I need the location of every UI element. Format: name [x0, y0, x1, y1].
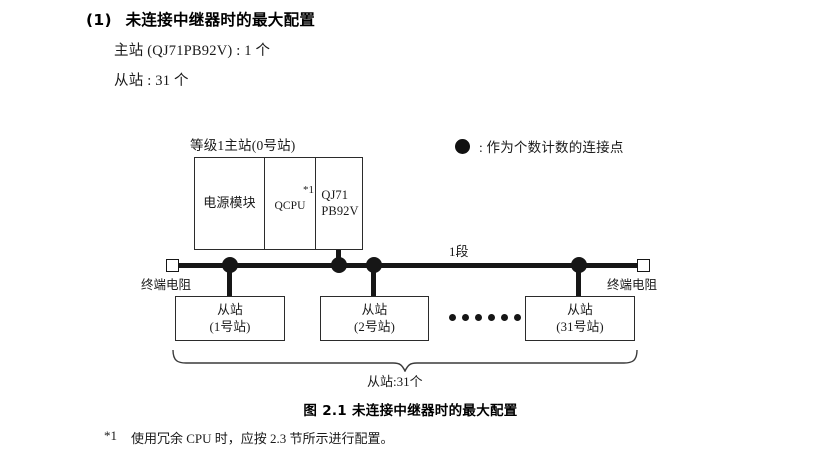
master-rack: 电源模块 QCPU *1 QJ71 PB92V	[194, 157, 363, 250]
segment-label: 1段	[449, 244, 469, 259]
ellipsis-dot	[514, 314, 521, 321]
footnote-text: 使用冗余 CPU 时，应按 2.3 节所示进行配置。	[131, 431, 394, 446]
network-module-line1: QJ71	[321, 187, 349, 202]
slave-station-box-1: 从站 (1号站)	[175, 296, 285, 341]
slave-station-box-31: 从站 (31号站)	[525, 296, 635, 341]
section-title-text: 未连接中继器时的最大配置	[125, 11, 316, 29]
rack-cell-network-module: QJ71 PB92V	[316, 158, 361, 249]
legend-label: : 作为个数计数的连接点	[479, 140, 624, 155]
slave-2-name: 从站	[361, 302, 388, 317]
section-number: (1)	[86, 11, 112, 29]
cpu-module-label: QCPU	[274, 199, 306, 212]
terminator-right-label: 终端电阻	[607, 278, 658, 292]
heading-section: (1) 未连接中继器时的最大配置 主站 (QJ71PB92V) : 1 个 从站…	[86, 8, 706, 90]
slave-1-name: 从站	[217, 302, 243, 317]
slave-station-box-2: 从站 (2号站)	[320, 296, 429, 341]
network-module-label: QJ71 PB92V	[318, 188, 358, 219]
slave-31-station: (31号站)	[556, 319, 604, 334]
legend: : 作为个数计数的连接点	[455, 136, 624, 156]
terminator-right-icon	[637, 259, 650, 272]
slave-total-label: 从站:31个	[367, 374, 423, 389]
ellipsis-dot	[449, 314, 456, 321]
rack-cell-cpu-module: QCPU *1	[265, 158, 316, 249]
spec-slave-count: 从站 : 31 个	[114, 73, 189, 89]
power-module-label: 电源模块	[203, 195, 256, 211]
cpu-footnote-marker: *1	[303, 184, 314, 196]
slave-2-station: (2号站)	[353, 319, 395, 334]
bus-trunk-line	[178, 263, 639, 268]
ellipsis-dot	[488, 314, 495, 321]
terminator-left-icon	[166, 259, 179, 272]
spec-master-count: 主站 (QJ71PB92V) : 1 个	[114, 43, 271, 59]
ellipsis-dot	[462, 314, 469, 321]
footnote: *1 使用冗余 CPU 时，应按 2.3 节所示进行配置。	[104, 428, 394, 447]
ellipsis-dots	[449, 314, 521, 321]
footnote-marker: *1	[104, 428, 117, 443]
master-station-label: 等级1主站(0号站)	[190, 138, 296, 153]
ellipsis-dot	[475, 314, 482, 321]
terminator-left-label: 终端电阻	[141, 278, 192, 292]
drop-line-slave-31	[576, 265, 581, 297]
rack-cell-power-module: 电源模块	[195, 158, 265, 249]
page-title: (1) 未连接中继器时的最大配置	[86, 8, 706, 30]
connection-dot-master	[331, 257, 347, 273]
filled-circle-icon	[455, 138, 470, 154]
slave-31-name: 从站	[567, 302, 593, 317]
figure-caption: 图 2.1 未连接中继器时的最大配置	[303, 403, 518, 419]
network-module-line2: PB92V	[321, 203, 359, 218]
ellipsis-dot	[501, 314, 508, 321]
slave-1-station: (1号站)	[209, 319, 251, 334]
slave-group-brace	[172, 349, 638, 377]
drop-line-slave-2	[371, 265, 376, 297]
drop-line-slave-1	[227, 265, 232, 297]
